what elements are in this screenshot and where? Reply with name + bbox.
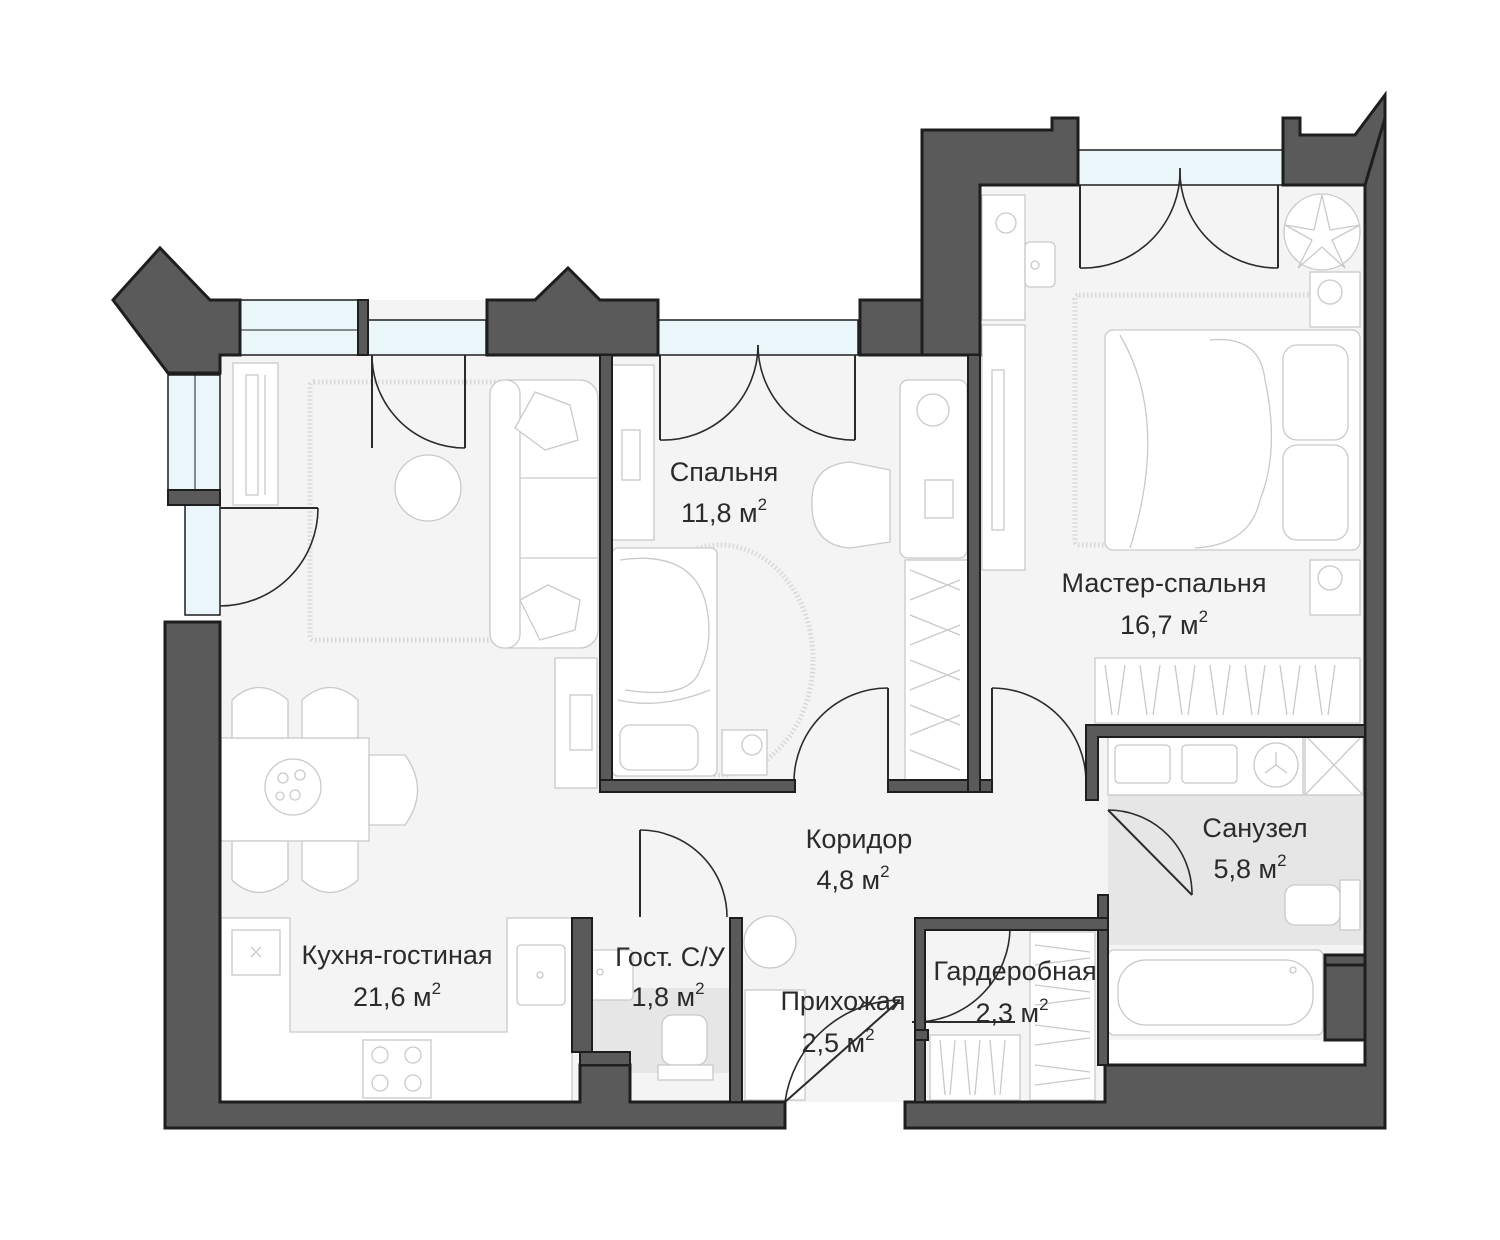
walls <box>111 90 1387 1130</box>
bathroom-sink-2 <box>1181 744 1238 784</box>
door-entrance <box>784 999 901 1103</box>
bathroom-furniture <box>1107 734 1364 1036</box>
master-pillow-1 <box>1282 344 1349 441</box>
door-master <box>991 687 1087 783</box>
master-rug <box>1072 292 1353 548</box>
area-bathroom: 5,8 м2 <box>1213 851 1286 884</box>
coffee-table <box>394 454 462 522</box>
hallway-furniture <box>743 915 1096 1101</box>
window-living-top <box>239 299 359 356</box>
living-rug <box>307 379 573 643</box>
sofa-pillow-2 <box>519 584 581 641</box>
area-master-bedroom: 16,7 м2 <box>1120 607 1208 640</box>
chair-3 <box>231 840 289 893</box>
area-kitchen-living: 21,6 м2 <box>353 979 441 1012</box>
label-bedroom: Спальня <box>670 457 779 487</box>
kitchen-living-furniture <box>220 362 599 1103</box>
doors <box>219 167 1279 1103</box>
door-living-side <box>219 507 319 607</box>
bathroom-sink-1 <box>1114 744 1171 784</box>
label-bathroom: Санузел <box>1202 813 1307 843</box>
door-bathroom <box>1107 809 1193 896</box>
wall-pillar-right <box>858 298 924 357</box>
label-hallway: Прихожая <box>780 986 905 1016</box>
table-centerpiece <box>264 758 322 816</box>
wall-pillar-left <box>111 245 242 375</box>
label-kitchen-living: Кухня-гостиная <box>301 940 492 970</box>
guest-wc-furniture <box>587 949 714 1081</box>
label-corridor: Коридор <box>806 824 913 854</box>
rugs <box>307 292 1353 778</box>
master-pillow-2 <box>1282 444 1349 541</box>
wall-pillar-middle <box>485 265 660 357</box>
door-master-window <box>1079 167 1279 269</box>
kitchen-sink <box>516 944 566 1006</box>
master-bedroom-furniture <box>981 193 1361 724</box>
wall-bedroom-left <box>599 354 613 781</box>
tv-screen <box>245 374 259 496</box>
label-master-bedroom: Мастер-спальня <box>1062 568 1267 598</box>
master-sink-small <box>1024 241 1056 288</box>
wall-guest-wc <box>571 917 593 1053</box>
label-guest-wc: Гост. С/У <box>615 942 726 972</box>
chair-4 <box>301 840 359 893</box>
door-bedroom-window <box>659 344 856 441</box>
area-bedroom: 11,8 м2 <box>681 495 767 528</box>
chair-2 <box>301 687 359 739</box>
door-guest-wc <box>639 829 728 918</box>
bedroom-furniture <box>611 364 968 777</box>
toilet <box>1284 884 1341 926</box>
window-living-door <box>184 504 221 616</box>
wardrobe-shelf-2 <box>1029 931 1096 1101</box>
bed-pillow <box>619 724 699 771</box>
sofa-pillow-1 <box>514 391 579 451</box>
area-corridor: 4,8 м2 <box>816 862 889 895</box>
area-guest-wc: 1,8 м2 <box>631 979 704 1012</box>
desk-chair <box>811 461 891 549</box>
wall-bedroom-master <box>967 354 981 793</box>
hallway-shoe-cabinet <box>744 989 806 1101</box>
area-hallway: 2,5 м2 <box>801 1025 874 1058</box>
door-bedroom <box>793 687 889 783</box>
hallway-round-table <box>743 915 797 969</box>
chair-5 <box>368 754 418 826</box>
guest-toilet <box>661 1014 708 1066</box>
corridor-wardrobe <box>904 559 969 781</box>
wall-top-right <box>1281 90 1387 187</box>
wall-wardrobe <box>914 917 1109 1103</box>
door-living-balcony <box>371 354 466 449</box>
cooktop <box>362 1039 432 1099</box>
window-living-left <box>167 374 221 496</box>
wall-top-middle <box>920 116 1080 357</box>
label-wardrobe: Гардеробная <box>933 956 1096 986</box>
room-labels: Кухня-гостиная 21,6 м2 Спальня 11,8 м2 М… <box>301 457 1307 1058</box>
area-wardrobe: 2,3 м2 <box>975 995 1048 1028</box>
window-living-top2 <box>367 319 487 356</box>
master-wardrobe <box>1094 657 1361 724</box>
bedroom-rug <box>624 542 816 778</box>
plant-icon <box>1283 193 1361 271</box>
chair-1 <box>231 687 289 739</box>
